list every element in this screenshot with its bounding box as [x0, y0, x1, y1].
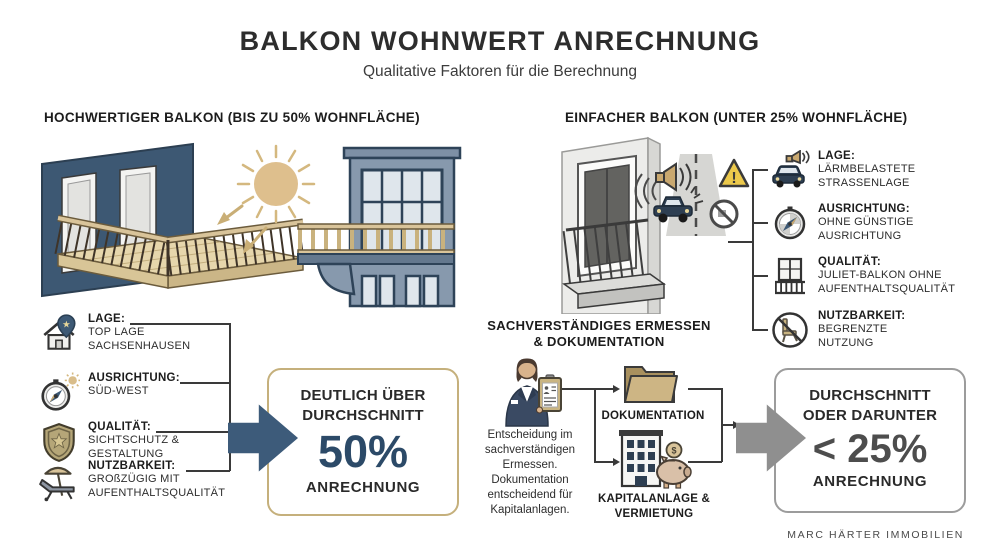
factor-value: GROßZÜGIG MIT AUFENTHALTSQUALITÄT [88, 473, 226, 499]
result-value: < 25% [812, 427, 928, 471]
connector-line [752, 222, 768, 224]
right-factor-ausrichtung: AUSRICHTUNG: OHNE GÜNSTIGE AUSRICHTUNG [770, 203, 950, 243]
house-location-pin-icon: ★ [43, 314, 76, 350]
connector-line [752, 275, 768, 277]
factor-label: LAGE: [818, 150, 856, 162]
street-noise-illustration: ! [634, 154, 750, 236]
connector-line [728, 241, 753, 243]
connector-line [721, 424, 733, 426]
compass-sun-icon [41, 372, 80, 411]
result-qualifier: DEUTLICH ÜBER DURCHSCHNITT [300, 387, 426, 424]
warning-triangle-icon: ! [718, 158, 750, 188]
connector-line [229, 323, 231, 471]
result-suffix: ANRECHNUNG [305, 478, 421, 496]
left-factor-lage: ★ LAGE: TOP LAGE SACHSENHAUSEN [38, 313, 238, 355]
right-factor-lage: LAGE: LÄRMBELASTETE STRASSENLAGE [770, 150, 950, 190]
connector-line [752, 169, 768, 171]
connector-line [752, 169, 754, 330]
folder-icon [624, 366, 678, 403]
building-facade-illustration [297, 146, 462, 308]
factor-label: QUALITÄT: [818, 256, 881, 268]
factor-label: NUTZBARKEIT: [88, 460, 176, 472]
left-factor-ausrichtung: AUSRICHTUNG: SÜD-WEST [38, 372, 238, 414]
expert-section-heading: SACHVERSTÄNDIGES ERMESSEN & DOKUMENTATIO… [480, 318, 718, 351]
right-result-box: DURCHSCHNITT ODER DARUNTER < 25% ANRECHN… [774, 368, 966, 513]
connector-line [156, 431, 230, 433]
svg-text:!: ! [731, 170, 736, 187]
shield-icon [43, 423, 75, 463]
connector-line [594, 461, 613, 463]
connector-line [688, 388, 722, 390]
connector-line [186, 470, 230, 472]
car-noise-icon [772, 150, 810, 188]
right-section-heading: EINFACHER BALKON (UNTER 25% WOHNFLÄCHE) [565, 110, 908, 125]
sun-icon [217, 144, 316, 254]
arrowhead-icon [613, 457, 620, 466]
factor-value: LÄRMBELASTETE STRASSENLAGE [818, 163, 916, 189]
consultant-clipboard-icon [505, 358, 562, 427]
honking-car-icon [653, 186, 704, 223]
sun-lounger-icon [39, 466, 75, 502]
connector-line [594, 388, 613, 390]
page-title: BALKON WOHNWERT ANRECHNUNG [239, 26, 761, 56]
factor-value: OHNE GÜNSTIGE AUSRICHTUNG [818, 216, 914, 242]
compass-icon [774, 206, 806, 240]
output-label-kapitalanlage: KAPITALANLAGE & VERMIETUNG [597, 493, 711, 520]
factor-value: BEGRENZTE NUTZUNG [818, 323, 888, 349]
brand-footer: MARC HÄRTER IMMOBILIEN [787, 529, 964, 541]
sunlight-arrow-icon [224, 204, 268, 248]
expert-heading-line1: SACHVERSTÄNDIGES ERMESSEN [487, 318, 711, 333]
connector-line [130, 323, 230, 325]
juliet-balcony-illustration: ! [561, 136, 750, 314]
right-factor-qualitaet: QUALITÄT: JULIET-BALKON OHNE AUFENTHALTS… [770, 256, 956, 296]
result-suffix: ANRECHNUNG [812, 473, 928, 491]
arrowhead-icon [613, 384, 620, 393]
connector-line [688, 461, 722, 463]
factor-label: AUSRICHTUNG: [818, 203, 910, 215]
expert-heading-line2: & DOKUMENTATION [533, 334, 665, 350]
factor-label: NUTZBARKEIT: [818, 310, 906, 322]
factor-label: QUALITÄT: [88, 421, 151, 433]
no-chair-icon [772, 312, 808, 348]
connector-line [562, 388, 595, 390]
factor-value: JULIET-BALKON OHNE AUFENTHALTSQUALITÄT [818, 269, 956, 295]
output-label-dokumentation: DOKUMENTATION [601, 410, 705, 422]
expert-description: Entscheidung im sachverständigen Ermesse… [484, 429, 576, 516]
left-section-heading: HOCHWERTIGER BALKON (BIS ZU 50% WOHNFLÄC… [44, 110, 420, 125]
factor-value: TOP LAGE SACHSENHAUSEN [88, 326, 191, 352]
factor-value: SÜD-WEST [88, 385, 149, 397]
premium-balcony-illustration [41, 142, 316, 298]
right-factor-nutzbarkeit: NUTZBARKEIT: BEGRENZTE NUTZUNG [770, 310, 950, 350]
result-qualifier: DURCHSCHNITT ODER DARUNTER [802, 387, 938, 424]
page-subtitle: Qualitative Faktoren für die Berechnung [363, 63, 637, 80]
factor-label: AUSRICHTUNG: [88, 372, 180, 384]
factor-label: LAGE: [88, 313, 126, 325]
prohibition-icon [709, 199, 739, 229]
juliet-balcony-icon [775, 257, 805, 295]
svg-text:★: ★ [62, 320, 70, 331]
building-piggy-bank-icon: $ [619, 430, 692, 489]
connector-line [752, 329, 768, 331]
sound-waves-icon [634, 173, 657, 209]
left-result-box: DEUTLICH ÜBER DURCHSCHNITT 50% ANRECHNUN… [267, 368, 459, 516]
factor-value: SICHTSCHUTZ & GESTALTUNG [88, 434, 180, 460]
result-value: 50% [317, 426, 409, 477]
loudspeaker-icon [655, 162, 692, 192]
left-factor-nutzbarkeit: NUTZBARKEIT: GROßZÜGIG MIT AUFENTHALTSQU… [38, 460, 238, 502]
connector-line [594, 388, 596, 462]
left-factor-qualitaet: QUALITÄT: SICHTSCHUTZ & GESTALTUNG [38, 421, 238, 463]
svg-text:$: $ [671, 446, 676, 456]
connector-line [180, 382, 230, 384]
